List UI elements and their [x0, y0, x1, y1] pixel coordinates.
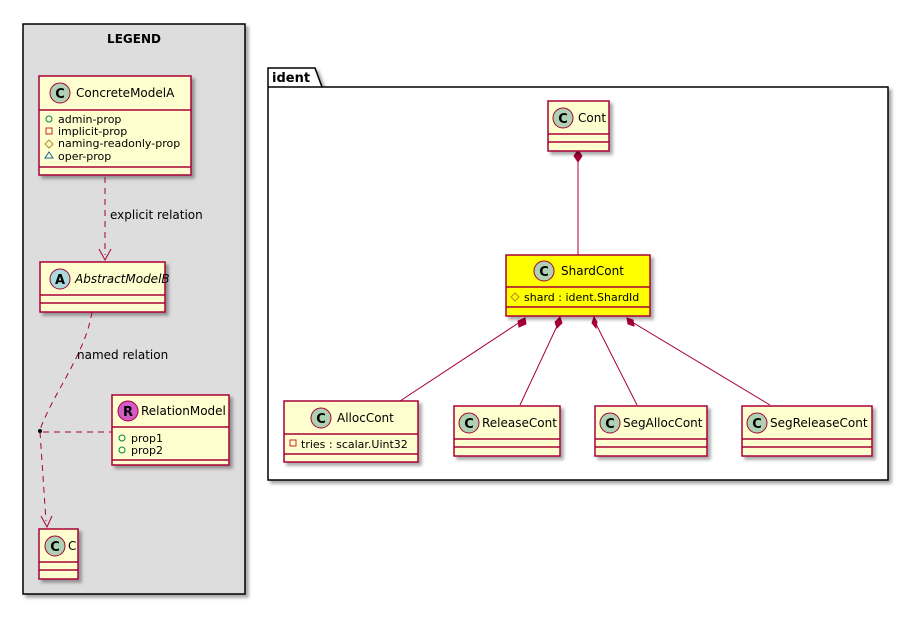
class-concrete-model-a[interactable]: C ConcreteModelA admin-prop implicit-pro…: [38, 75, 192, 176]
class-abstract-model-b[interactable]: A AbstractModelB: [39, 261, 170, 313]
prop-1: prop1: [131, 432, 163, 445]
class-cont[interactable]: C Cont: [547, 100, 610, 152]
edge-named-relation: named relation: [38, 311, 168, 529]
class-relation-model[interactable]: R RelationModel prop1 prop2: [111, 394, 230, 466]
package-name: ident: [272, 71, 310, 86]
svg-text:R: R: [123, 405, 133, 420]
svg-text:C: C: [605, 417, 615, 432]
class-name: SegReleaseCont: [770, 416, 868, 430]
visibility-protected-icon: [510, 292, 520, 302]
composition-diamond: [591, 315, 598, 330]
composition-diamond: [554, 316, 563, 329]
edge-explicit-relation: explicit relation: [98, 177, 203, 262]
stereotype-c-icon: C: [310, 407, 332, 429]
composition-diamond: [626, 317, 635, 327]
edges-composition: [396, 149, 771, 406]
composition-diamond: [573, 149, 583, 163]
visibility-public-icon: [45, 115, 53, 123]
svg-text:C: C: [752, 417, 762, 432]
visibility-public-icon: [118, 434, 126, 442]
visibility-public-icon: [118, 446, 126, 454]
stereotype-r-icon: R: [117, 400, 139, 422]
class-name: C: [68, 539, 76, 553]
prop-implicit: implicit-prop: [58, 125, 127, 138]
class-name: AllocCont: [337, 411, 394, 425]
visibility-private-icon: [45, 127, 53, 135]
visibility-protected-icon: [44, 139, 54, 149]
prop-2: prop2: [131, 444, 163, 457]
prop-oper: oper-prop: [58, 150, 111, 163]
stereotype-a-icon: A: [49, 268, 71, 290]
svg-text:C: C: [50, 540, 60, 555]
stereotype-c-icon: C: [44, 535, 66, 557]
class-name: AbstractModelB: [74, 272, 170, 286]
class-name: ReleaseCont: [482, 416, 557, 430]
visibility-package-icon: [44, 151, 54, 159]
class-name: ConcreteModelA: [76, 86, 175, 100]
stereotype-c-icon: C: [49, 82, 71, 104]
svg-text:A: A: [55, 273, 65, 288]
prop-admin: admin-prop: [58, 113, 121, 126]
svg-text:C: C: [316, 412, 326, 427]
class-seg-release-cont[interactable]: C SegReleaseCont: [741, 405, 873, 457]
stereotype-c-icon: C: [458, 412, 480, 434]
class-name: RelationModel: [141, 404, 226, 418]
edge-label-explicit: explicit relation: [110, 208, 203, 222]
visibility-private-icon: [289, 439, 297, 447]
stereotype-c-icon: C: [599, 412, 621, 434]
class-name: Cont: [578, 111, 606, 125]
prop-naming-readonly: naming-readonly-prop: [58, 137, 180, 150]
class-release-cont[interactable]: C ReleaseCont: [453, 405, 561, 457]
edge-label-named: named relation: [77, 348, 168, 362]
class-shard-cont[interactable]: C ShardCont shard : ident.ShardId: [505, 254, 651, 317]
svg-text:C: C: [464, 417, 474, 432]
svg-text:C: C: [558, 112, 568, 127]
class-name: SegAllocCont: [623, 416, 703, 430]
class-c[interactable]: C C: [38, 528, 79, 580]
field-tries: tries : scalar.Uint32: [301, 438, 408, 451]
svg-text:C: C: [539, 265, 549, 280]
stereotype-c-icon: C: [746, 412, 768, 434]
legend-title: LEGEND: [107, 32, 161, 46]
svg-text:C: C: [55, 87, 65, 102]
stereotype-c-icon: C: [552, 107, 574, 129]
stereotype-c-icon: C: [533, 260, 555, 282]
class-name: ShardCont: [561, 264, 624, 278]
class-alloc-cont[interactable]: C AllocCont tries : scalar.Uint32: [283, 400, 419, 463]
composition-diamond: [517, 317, 527, 328]
class-seg-alloc-cont[interactable]: C SegAllocCont: [594, 405, 708, 457]
field-shard: shard : ident.ShardId: [524, 291, 639, 304]
